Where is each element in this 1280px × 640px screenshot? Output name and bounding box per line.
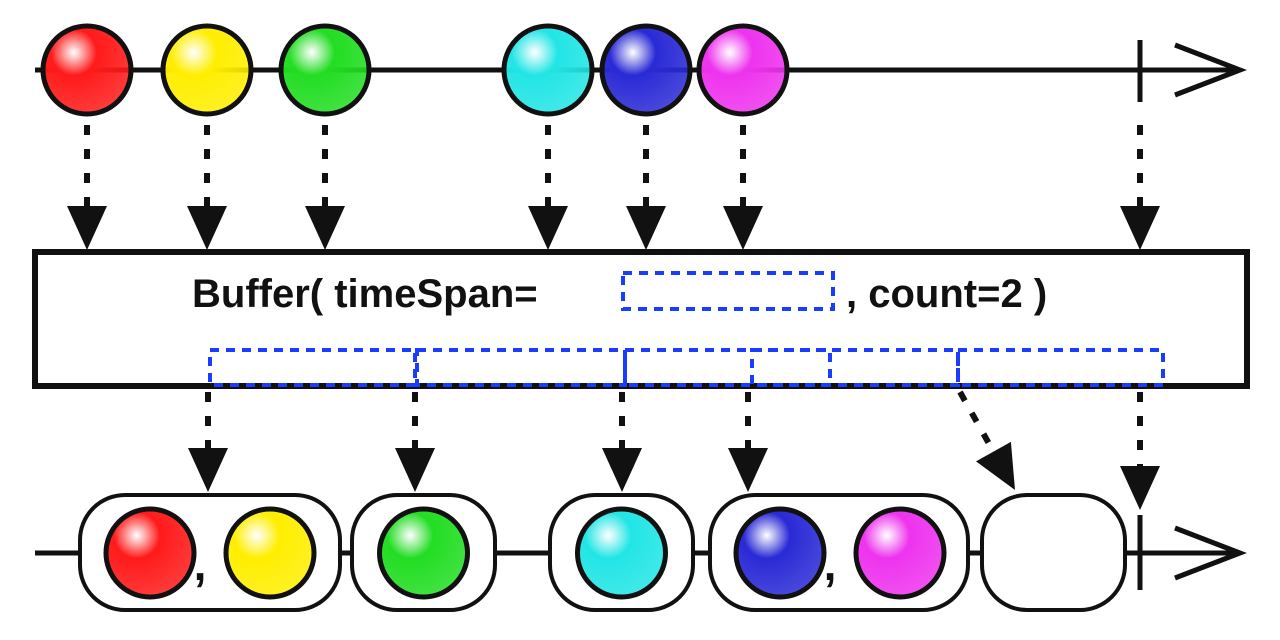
source-arrow-blue (626, 125, 666, 250)
source-arrow-green (305, 125, 345, 250)
buffer-window-2 (415, 348, 627, 387)
buffer-window-4 (750, 348, 960, 387)
operator-label-prefix: Buffer( timeSpan= (192, 272, 538, 316)
buffer-windows (208, 348, 1165, 387)
output-marble-red (103, 506, 197, 600)
operator-rect (32, 249, 1250, 389)
source-marble-blue (599, 23, 693, 117)
output-buffer-5 (980, 493, 1127, 612)
source-marble-green (278, 23, 372, 117)
source-marbles (40, 23, 790, 117)
output-marble-cyan (575, 506, 668, 600)
buffer-window-3 (623, 348, 832, 387)
output-buffers: ,, (78, 493, 1127, 612)
output-buffer-4: , (708, 493, 970, 612)
source-arrow-yellow (187, 125, 227, 250)
output-arrow-3 (602, 392, 642, 492)
output-timeline-arrow (1174, 525, 1247, 581)
source-marble-yellow (160, 23, 254, 117)
buffer-window-5 (956, 348, 1165, 387)
source-marble-magenta (696, 23, 790, 117)
output-marble-yellow (223, 506, 317, 600)
operator-to-output-arrows (188, 390, 1160, 510)
operator-label-suffix: , count=2 ) (846, 272, 1047, 316)
output-arrow-completion (1120, 392, 1160, 510)
source-marble-cyan (501, 23, 595, 117)
source-arrow-completion (1120, 125, 1160, 250)
source-timeline-arrow (1174, 42, 1247, 98)
buffer-window-1 (208, 348, 417, 387)
output-arrow-4 (728, 392, 768, 492)
output-marble-magenta (853, 506, 947, 600)
buffer-separator: , (194, 538, 207, 590)
source-arrow-cyan (528, 125, 568, 250)
operator-box: Buffer( timeSpan= , count=2 ) (32, 249, 1250, 389)
output-buffer-box (980, 493, 1127, 612)
source-to-operator-arrows (67, 125, 1160, 250)
output-buffer-1: , (78, 493, 342, 612)
output-arrow-5 (957, 390, 1015, 490)
timespan-placeholder-box (621, 271, 835, 311)
output-buffer-2 (350, 493, 497, 612)
output-marble-blue (733, 506, 827, 600)
buffer-separator: , (824, 538, 837, 590)
source-arrow-magenta (723, 125, 763, 250)
source-arrow-red (67, 125, 107, 250)
output-arrow-2 (395, 392, 435, 492)
output-arrow-1 (188, 392, 228, 492)
output-marble-green (377, 506, 470, 600)
output-buffer-3 (548, 493, 695, 612)
source-marble-red (40, 23, 134, 117)
